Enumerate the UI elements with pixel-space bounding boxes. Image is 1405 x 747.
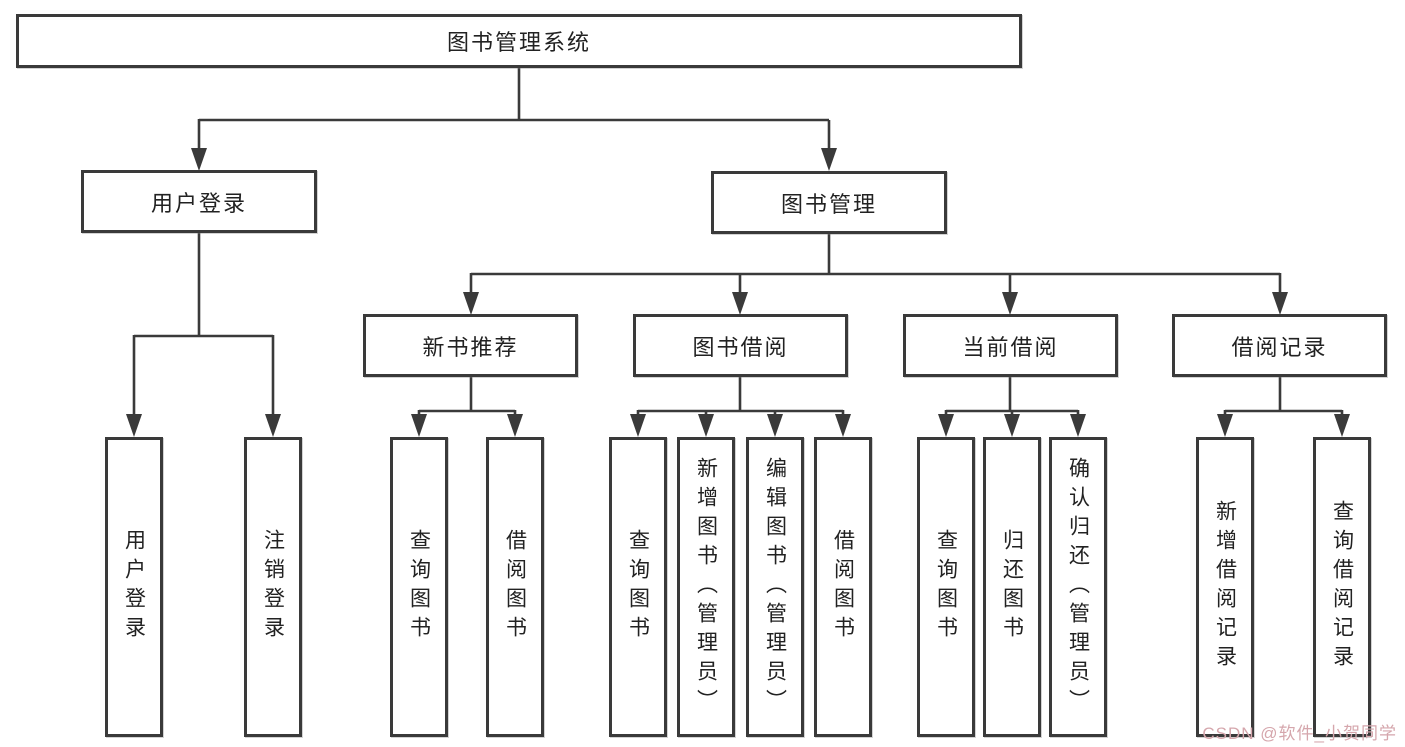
node-label: 图书管理 (780, 191, 877, 217)
node-label: 用户登录 (122, 529, 146, 645)
node-label: 查询图书 (934, 529, 958, 645)
node-label: 借阅图书 (831, 529, 855, 645)
node-label: 图书借阅 (692, 334, 789, 360)
node-label: 用户登录 (150, 190, 247, 216)
csdn-watermark: CSDN @软件_小贺同学 (1202, 724, 1397, 743)
node-leaf-edit-book-admin: 编辑图书（管理员） (746, 437, 804, 737)
node-leaf-logout: 注销登录 (244, 437, 302, 737)
node-label: 查询图书 (407, 529, 431, 645)
node-label: 查询借阅记录 (1330, 500, 1354, 674)
node-leaf-query-book-current: 查询图书 (917, 437, 975, 737)
node-label: 借阅记录 (1231, 334, 1328, 360)
node-label: 编辑图书（管理员） (763, 456, 787, 718)
node-label: 注销登录 (261, 529, 285, 645)
node-branch-book-management: 图书管理 (711, 171, 947, 234)
node-leaf-return-book: 归还图书 (983, 437, 1041, 737)
node-leaf-query-borrow-record: 查询借阅记录 (1313, 437, 1371, 737)
node-module-current-borrow: 当前借阅 (903, 314, 1118, 377)
node-leaf-query-book-borrow: 查询图书 (609, 437, 667, 737)
node-label: 新增图书（管理员） (694, 456, 718, 718)
node-leaf-borrow-book-recommend: 借阅图书 (486, 437, 544, 737)
node-label: 新增借阅记录 (1213, 500, 1237, 674)
node-root-label: 图书管理系统 (446, 30, 591, 55)
node-leaf-borrow-book: 借阅图书 (814, 437, 872, 737)
node-label: 确认归还（管理员） (1066, 456, 1090, 718)
node-label: 当前借阅 (962, 334, 1059, 360)
node-module-new-book-recommend: 新书推荐 (363, 314, 578, 377)
node-leaf-add-book-admin: 新增图书（管理员） (677, 437, 735, 737)
node-leaf-user-login: 用户登录 (105, 437, 163, 737)
node-module-borrow-record: 借阅记录 (1172, 314, 1387, 377)
node-leaf-query-book-recommend: 查询图书 (390, 437, 448, 737)
node-label: 新书推荐 (422, 334, 519, 360)
node-module-book-borrow: 图书借阅 (633, 314, 848, 377)
node-label: 借阅图书 (503, 529, 527, 645)
node-branch-user-login: 用户登录 (81, 170, 317, 233)
node-label: 归还图书 (1000, 529, 1024, 645)
node-leaf-confirm-return-admin: 确认归还（管理员） (1049, 437, 1107, 737)
node-label: 查询图书 (626, 529, 650, 645)
node-root: 图书管理系统 (16, 14, 1022, 68)
node-leaf-add-borrow-record: 新增借阅记录 (1196, 437, 1254, 737)
